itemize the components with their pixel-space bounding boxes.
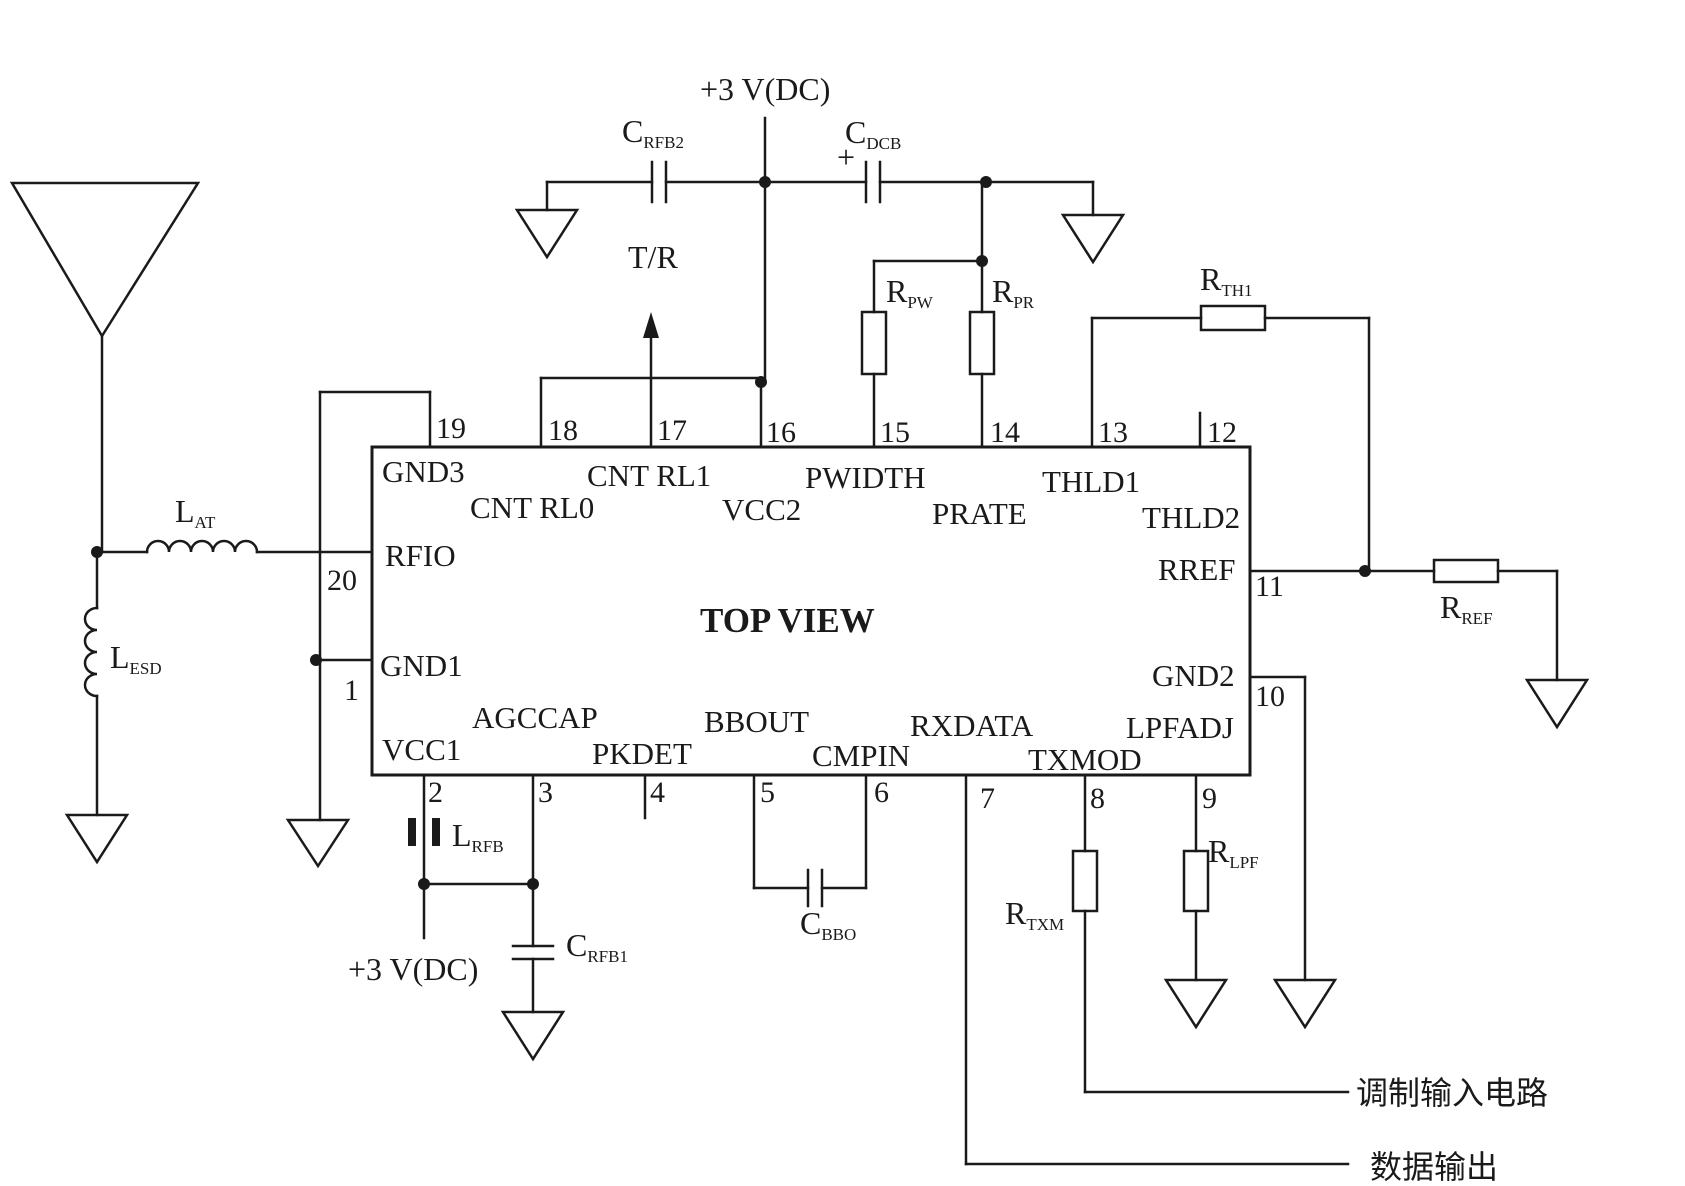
pin-name: RXDATA (910, 708, 1034, 743)
inductor-lesd (83, 606, 99, 698)
pin-name: GND1 (380, 648, 463, 683)
label-c-dcb: CDCB (845, 114, 901, 153)
pin-number: 13 (1098, 416, 1128, 449)
label-c-rfb1: CRFB1 (566, 927, 628, 966)
inductor-lat (145, 539, 259, 554)
ground-icon (64, 813, 130, 865)
antenna-icon (9, 181, 201, 339)
pin-number: 7 (980, 782, 995, 815)
label-r-pw: RPW (886, 273, 934, 312)
label-l-at: LAT (175, 493, 216, 532)
pin-number: 5 (760, 776, 775, 809)
pin-number: 6 (874, 776, 889, 809)
pin-name: BBOUT (704, 704, 809, 739)
pin-number: 19 (436, 412, 466, 445)
pin-name: GND2 (1152, 658, 1235, 693)
pin-name: LPFADJ (1126, 710, 1234, 745)
supply-top-label: +3 V(DC) (700, 71, 830, 107)
pin-name: GND3 (382, 454, 465, 489)
pin-number: 11 (1255, 570, 1284, 603)
label-r-lpf: RLPF (1208, 833, 1259, 872)
pin-number: 15 (880, 416, 910, 449)
data-output-label: 数据输出 (1370, 1148, 1498, 1186)
pin-number: 18 (548, 414, 578, 447)
label-r-pr: RPR (992, 273, 1035, 312)
junction-dot (1359, 565, 1371, 577)
label-l-esd: LESD (110, 639, 162, 678)
ground-icon (1060, 213, 1126, 265)
tr-label: T/R (628, 239, 678, 275)
supply-bottom-label: +3 V(DC) (348, 951, 478, 987)
resistor-rth1 (1199, 304, 1267, 332)
pin-name: PRATE (932, 496, 1027, 531)
pin-number: 8 (1090, 782, 1105, 815)
pin-name: VCC2 (722, 492, 801, 527)
pin-number: 9 (1202, 782, 1217, 815)
resistor-rref (1432, 558, 1500, 584)
pin-name: AGCCAP (472, 700, 598, 735)
pin-number: 1 (344, 674, 359, 707)
ground-icon (500, 1010, 566, 1062)
pin-number: 3 (538, 776, 553, 809)
pin-name: RREF (1158, 552, 1236, 587)
pin-number: 20 (327, 564, 357, 597)
resistor-rpw (860, 310, 888, 376)
polarity-plus: + (837, 139, 855, 175)
ground-icon (1163, 978, 1229, 1030)
label-r-txm: RTXM (1005, 895, 1064, 934)
pin-number: 12 (1207, 416, 1237, 449)
label-r-ref: RREF (1440, 589, 1493, 628)
chip-title: TOP VIEW (700, 601, 875, 640)
pin-name: VCC1 (382, 732, 461, 767)
resistor-rpr (968, 310, 996, 376)
ferrite-bead-icon (432, 818, 440, 846)
resistor-rtxm (1071, 849, 1099, 913)
pin-name: CNT RL0 (470, 490, 594, 525)
pin-name: PWIDTH (805, 460, 926, 495)
resistor-rlpf (1182, 849, 1210, 913)
label-c-rfb2: CRFB2 (622, 113, 684, 152)
arrow-up-icon (643, 312, 659, 338)
pin-number: 2 (428, 776, 443, 809)
pin-name: RFIO (385, 538, 456, 573)
label-r-th1: RTH1 (1200, 261, 1253, 300)
label-c-bbo: CBBO (800, 905, 856, 944)
modulation-input-label: 调制输入电路 (1356, 1074, 1548, 1112)
pin-name: THLD2 (1142, 500, 1240, 535)
ic-body (370, 445, 1252, 777)
pin-number: 14 (990, 416, 1020, 449)
pin-name: TXMOD (1028, 742, 1142, 777)
ground-icon (1272, 978, 1338, 1030)
ground-icon (285, 818, 351, 869)
pin-name: CMPIN (812, 738, 910, 773)
pin-number: 10 (1255, 680, 1285, 713)
ground-icon (514, 208, 580, 260)
pin-number: 17 (657, 414, 687, 447)
pin-name: PKDET (592, 736, 692, 771)
pin-number: 4 (650, 776, 665, 809)
pin-name: THLD1 (1042, 464, 1140, 499)
pin-name: CNT RL1 (587, 458, 711, 493)
ground-icon (1524, 678, 1590, 730)
pin-number: 16 (766, 416, 796, 449)
ferrite-bead-icon (408, 818, 416, 846)
label-l-rfb: LRFB (452, 817, 504, 856)
